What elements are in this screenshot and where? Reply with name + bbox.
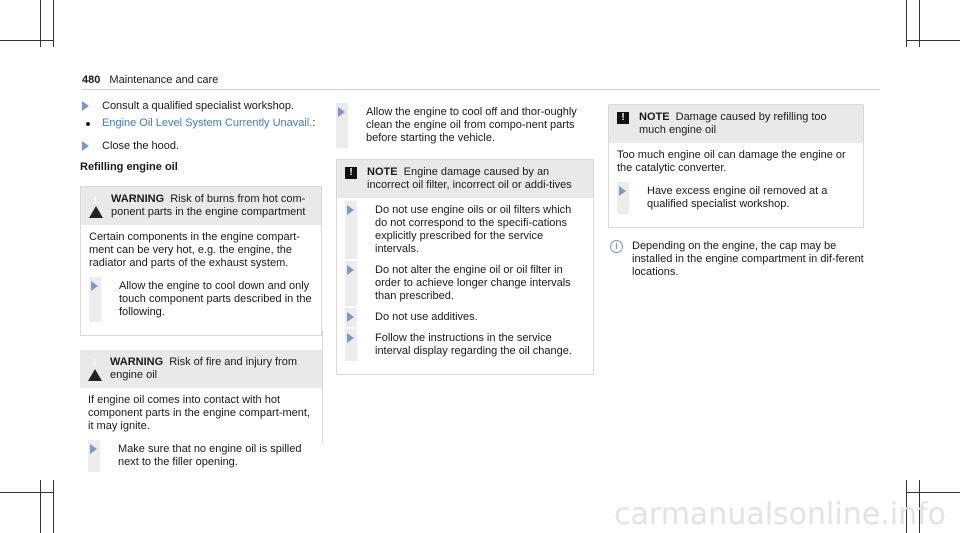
step-text: Do not alter the engine oil or oil filte… bbox=[375, 264, 571, 302]
crop-mark bbox=[0, 40, 53, 41]
step-item: Follow the instructions in the service i… bbox=[345, 329, 585, 361]
note-header: ! NOTE Damage caused by refilling too mu… bbox=[609, 105, 863, 143]
note-title: Damage caused by refilling too much engi… bbox=[639, 111, 827, 136]
note-icon: ! bbox=[617, 112, 629, 124]
step-item: Do not use additives. bbox=[345, 308, 585, 327]
warning-label: WARNING bbox=[110, 356, 164, 368]
arrow-icon bbox=[347, 205, 354, 215]
header-rule bbox=[82, 89, 880, 90]
warning-text: If engine oil comes into contact with ho… bbox=[88, 394, 310, 432]
arrow-icon bbox=[619, 186, 626, 196]
bullet-item: Engine Oil Level System Currently Unavai… bbox=[80, 117, 322, 130]
crop-mark bbox=[906, 492, 960, 493]
warning-icon bbox=[89, 194, 103, 218]
step-text: Follow the instructions in the service i… bbox=[375, 332, 572, 357]
arrow-icon bbox=[338, 107, 345, 117]
bullet-dot-icon bbox=[86, 122, 90, 126]
arrow-icon bbox=[82, 141, 89, 151]
warning-body: Certain components in the engine compart… bbox=[81, 225, 321, 335]
arrow-icon bbox=[91, 281, 98, 291]
step-text: Allow the engine to cool off and thor-ou… bbox=[366, 106, 577, 144]
warning-icon bbox=[88, 357, 102, 381]
crop-mark bbox=[906, 0, 907, 47]
warning-label: WARNING bbox=[111, 193, 165, 205]
bullet-suffix: : bbox=[312, 117, 316, 129]
crop-mark bbox=[53, 0, 54, 47]
warning-box: WARNING Risk of burns from hot com-ponen… bbox=[80, 186, 322, 336]
step-text: Do not use additives. bbox=[375, 311, 478, 323]
arrow-icon bbox=[90, 444, 97, 454]
step-item: Allow the engine to cool off and thor-ou… bbox=[336, 103, 594, 148]
step-text: Allow the engine to cool down and only t… bbox=[119, 280, 312, 318]
note-header: ! NOTE Engine damage caused by an incorr… bbox=[337, 160, 593, 198]
column-3: ! NOTE Damage caused by refilling too mu… bbox=[608, 104, 864, 283]
column-divider bbox=[322, 330, 323, 442]
message-link[interactable]: Engine Oil Level System Currently Unavai… bbox=[102, 117, 313, 129]
warning-header: WARNING Risk of burns from hot com-ponen… bbox=[81, 187, 321, 225]
crop-mark bbox=[40, 480, 41, 533]
note-title: Engine damage caused by an incorrect oil… bbox=[367, 166, 572, 191]
note-label: NOTE bbox=[639, 111, 670, 123]
warning-title: Risk of burns from hot com-ponent parts … bbox=[111, 193, 306, 218]
step-text: Do not use engine oils or oil filters wh… bbox=[375, 204, 572, 255]
note-body: Too much engine oil can damage the engin… bbox=[609, 143, 863, 227]
page-number: 480 bbox=[82, 74, 101, 86]
info-item: i Depending on the engine, the cap may b… bbox=[608, 240, 864, 279]
step-text: Have excess engine oil removed at a qual… bbox=[647, 185, 828, 210]
step-text: Close the hood. bbox=[102, 140, 180, 152]
step-item: Have excess engine oil removed at a qual… bbox=[617, 182, 855, 214]
warning-text: Certain components in the engine compart… bbox=[89, 231, 300, 269]
step-item: Close the hood. bbox=[80, 140, 322, 153]
crop-mark bbox=[906, 40, 960, 41]
crop-mark bbox=[919, 0, 920, 47]
note-text: Too much engine oil can damage the engin… bbox=[617, 149, 846, 174]
step-item: Allow the engine to cool down and only t… bbox=[89, 277, 313, 322]
step-text: Make sure that no engine oil is spilled … bbox=[118, 443, 302, 468]
arrow-icon bbox=[347, 333, 354, 343]
note-icon: ! bbox=[345, 167, 357, 179]
info-icon: i bbox=[610, 240, 623, 253]
note-body: Do not use engine oils or oil filters wh… bbox=[337, 198, 593, 374]
watermark: carmanualsonline.info bbox=[614, 497, 946, 532]
arrow-icon bbox=[82, 101, 89, 111]
step-item: Do not use engine oils or oil filters wh… bbox=[345, 201, 585, 259]
crop-mark bbox=[0, 492, 53, 493]
step-item: Do not alter the engine oil or oil filte… bbox=[345, 261, 585, 306]
column-2: Allow the engine to cool off and thor-ou… bbox=[336, 103, 594, 385]
crop-mark bbox=[53, 480, 54, 533]
arrow-icon bbox=[347, 312, 354, 322]
column-1: Consult a qualified specialist workshop.… bbox=[80, 100, 322, 495]
crop-mark bbox=[919, 480, 920, 533]
section-heading: Refilling engine oil bbox=[80, 161, 178, 173]
note-box: ! NOTE Damage caused by refilling too mu… bbox=[608, 104, 864, 228]
page-header: 480 Maintenance and care bbox=[82, 74, 218, 87]
info-text: Depending on the engine, the cap may be … bbox=[632, 240, 864, 278]
step-item: Make sure that no engine oil is spilled … bbox=[88, 440, 314, 472]
crop-mark bbox=[906, 480, 907, 533]
step-item: Consult a qualified specialist workshop. bbox=[80, 100, 322, 113]
warning-title: Risk of fire and injury from engine oil bbox=[110, 356, 297, 381]
note-label: NOTE bbox=[367, 166, 398, 178]
step-text: Consult a qualified specialist workshop. bbox=[102, 100, 294, 112]
warning-header: WARNING Risk of fire and injury from eng… bbox=[80, 350, 322, 388]
crop-mark bbox=[40, 0, 41, 47]
section-title: Maintenance and care bbox=[109, 74, 219, 86]
warning-box: WARNING Risk of fire and injury from eng… bbox=[80, 350, 322, 485]
note-box: ! NOTE Engine damage caused by an incorr… bbox=[336, 159, 594, 375]
arrow-icon bbox=[347, 265, 354, 275]
warning-body: If engine oil comes into contact with ho… bbox=[80, 388, 322, 485]
